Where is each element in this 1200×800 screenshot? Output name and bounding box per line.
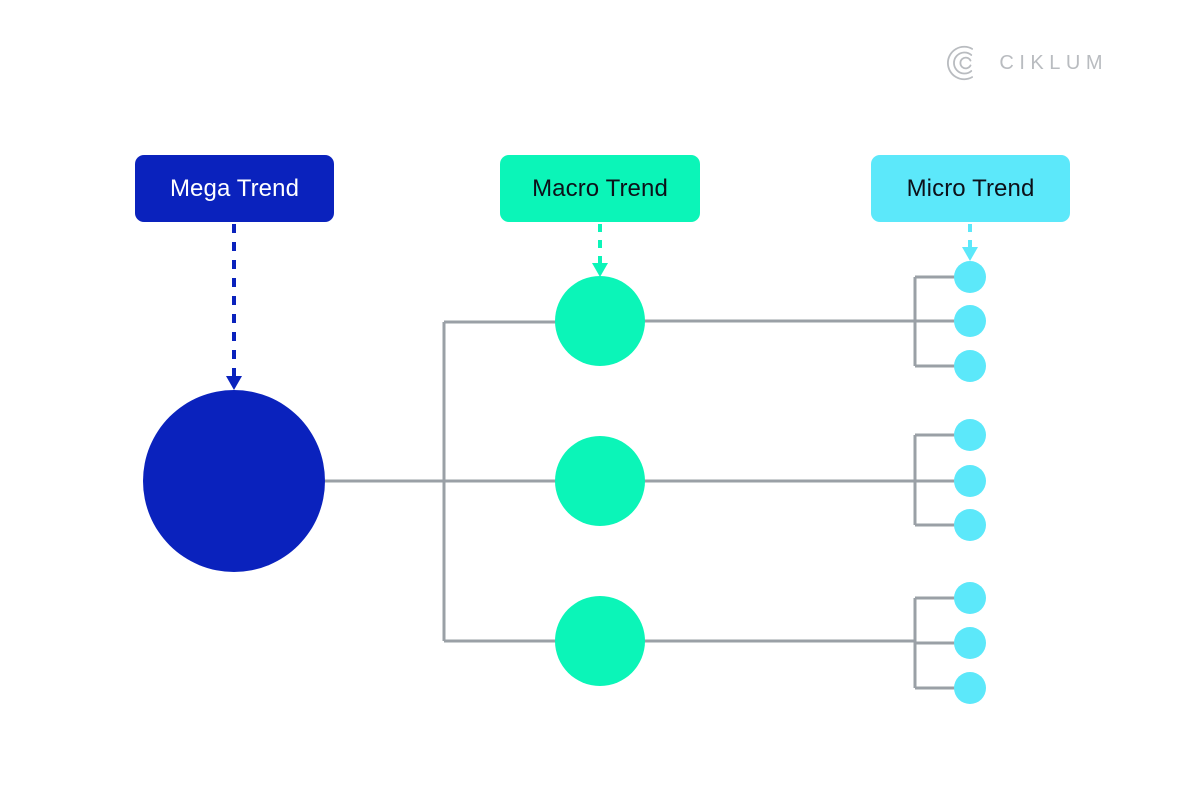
- tier-label-macro-text: Macro Trend: [532, 174, 668, 202]
- macro-trend-node-2[interactable]: [555, 436, 645, 526]
- micro-trend-node-2[interactable]: [954, 305, 986, 337]
- micro-trend-node-1[interactable]: [954, 261, 986, 293]
- tier-label-mega-trend[interactable]: Mega Trend: [135, 155, 334, 222]
- tier-label-micro-trend[interactable]: Micro Trend: [871, 155, 1070, 222]
- macro-trend-node-3[interactable]: [555, 596, 645, 686]
- link-group-gray: [325, 275, 970, 690]
- micro-trend-node-5[interactable]: [954, 465, 986, 497]
- brand-logo: CIKLUM: [943, 42, 1108, 84]
- mega-trend-node[interactable]: [143, 390, 325, 572]
- tier-label-micro-text: Micro Trend: [906, 174, 1035, 202]
- brand-wordmark: CIKLUM: [999, 52, 1108, 74]
- micro-trend-node-7[interactable]: [954, 582, 986, 614]
- ciklum-concentric-c-icon: [947, 45, 974, 81]
- micro-trend-node-4[interactable]: [954, 419, 986, 451]
- micro-trend-node-8[interactable]: [954, 627, 986, 659]
- tier-label-macro-trend[interactable]: Macro Trend: [500, 155, 700, 222]
- macro-trend-node-1[interactable]: [555, 276, 645, 366]
- dashed-arrow-group: [226, 224, 978, 390]
- mega-arrowhead-icon: [226, 376, 242, 390]
- micro-trend-node-6[interactable]: [954, 509, 986, 541]
- micro-trend-node-3[interactable]: [954, 350, 986, 382]
- micro-trend-node-9[interactable]: [954, 672, 986, 704]
- tier-label-mega-text: Mega Trend: [169, 174, 300, 202]
- micro-arrowhead-icon: [962, 247, 978, 261]
- macro-arrowhead-icon: [592, 263, 608, 277]
